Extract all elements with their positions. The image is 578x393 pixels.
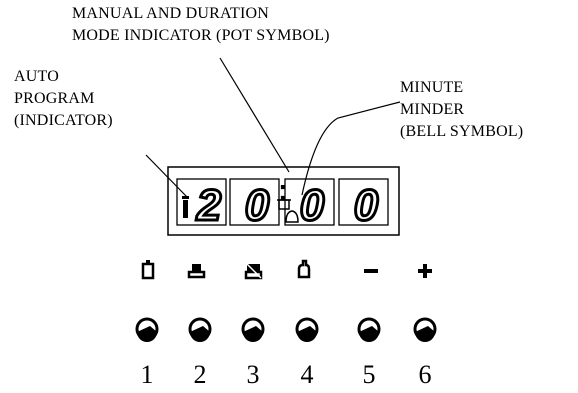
display-frame xyxy=(167,166,400,236)
label-line: (INDICATOR) xyxy=(14,112,113,129)
bell-symbol-icon xyxy=(285,210,299,223)
knob-6[interactable] xyxy=(413,317,437,342)
button-number-3: 3 xyxy=(246,360,260,389)
leader-line-minute-minder xyxy=(301,101,401,196)
label-line: MODE INDICATOR (POT SYMBOL) xyxy=(72,27,330,44)
minus-icon xyxy=(364,269,378,273)
auto-program-icon xyxy=(141,260,155,280)
display-digit-4: 0 xyxy=(354,181,379,230)
label-line: MINDER xyxy=(400,101,465,118)
display-window-3 xyxy=(284,178,335,226)
label-manual-duration-mode: MANUAL AND DURATION MODE INDICATOR (POT … xyxy=(72,3,330,47)
manual-pot-icon xyxy=(187,264,206,279)
leader-line-auto xyxy=(145,154,189,199)
display-window-1 xyxy=(176,178,227,226)
minute-minder-icon xyxy=(297,259,311,279)
knob-3[interactable] xyxy=(241,317,265,342)
label-line: PROGRAM xyxy=(14,90,95,107)
button-number-6: 6 xyxy=(418,360,432,389)
button-number-1: 1 xyxy=(140,360,154,389)
display-digit-3: 0 xyxy=(300,181,325,230)
button-number-5: 5 xyxy=(362,360,376,389)
knob-4[interactable] xyxy=(295,317,319,342)
knob-5[interactable] xyxy=(357,317,381,342)
display-digit-2: 0 xyxy=(245,181,270,230)
display-digit-1: 2 xyxy=(196,181,222,230)
end-cooking-icon xyxy=(244,262,263,280)
label-line: MINUTE xyxy=(400,79,464,96)
auto-program-indicator-icon xyxy=(182,196,189,218)
leader-line-manual xyxy=(219,57,290,173)
pot-symbol-icon xyxy=(277,199,291,210)
label-line: MANUAL AND DURATION xyxy=(72,5,269,22)
plus-icon xyxy=(418,264,432,278)
button-number-2: 2 xyxy=(193,360,207,389)
label-auto-program: AUTO PROGRAM (INDICATOR) xyxy=(14,66,113,132)
button-number-4: 4 xyxy=(300,360,314,389)
label-minute-minder: MINUTE MINDER (BELL SYMBOL) xyxy=(400,77,523,143)
knob-2[interactable] xyxy=(188,317,212,342)
display-window-4 xyxy=(338,178,389,226)
display-colon: : xyxy=(278,174,288,207)
knob-1[interactable] xyxy=(135,317,159,342)
label-line: AUTO xyxy=(14,68,59,85)
label-line: (BELL SYMBOL) xyxy=(400,123,524,140)
